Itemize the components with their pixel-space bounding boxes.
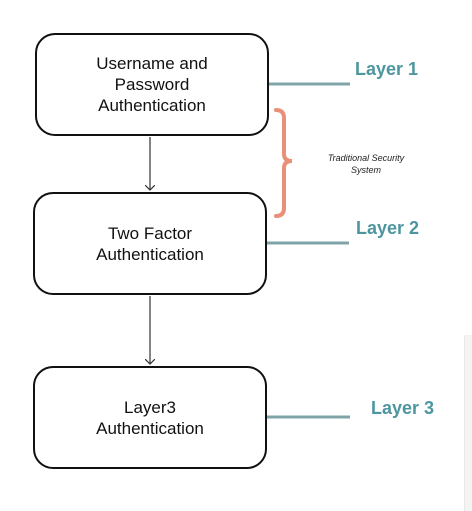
layer3-auth-label: Layer3 Authentication	[96, 397, 204, 438]
username-password-box: Username and Password Authentication	[35, 33, 269, 136]
page-edge-shadow	[464, 335, 472, 511]
layer-2-label: Layer 2	[356, 218, 420, 238]
layer3-box: Layer3 Authentication	[33, 366, 267, 469]
username-password-label: Username and Password Authentication	[96, 54, 208, 115]
two-factor-box: Two Factor Authentication	[33, 192, 267, 295]
layer-1-label: Layer 1	[355, 59, 419, 79]
layer-3-label: Layer 3	[371, 398, 435, 418]
two-factor-label: Two Factor Authentication	[96, 223, 204, 264]
traditional-security-bracket	[274, 108, 293, 218]
traditional-security-system-label: Traditional Security System	[327, 153, 405, 175]
